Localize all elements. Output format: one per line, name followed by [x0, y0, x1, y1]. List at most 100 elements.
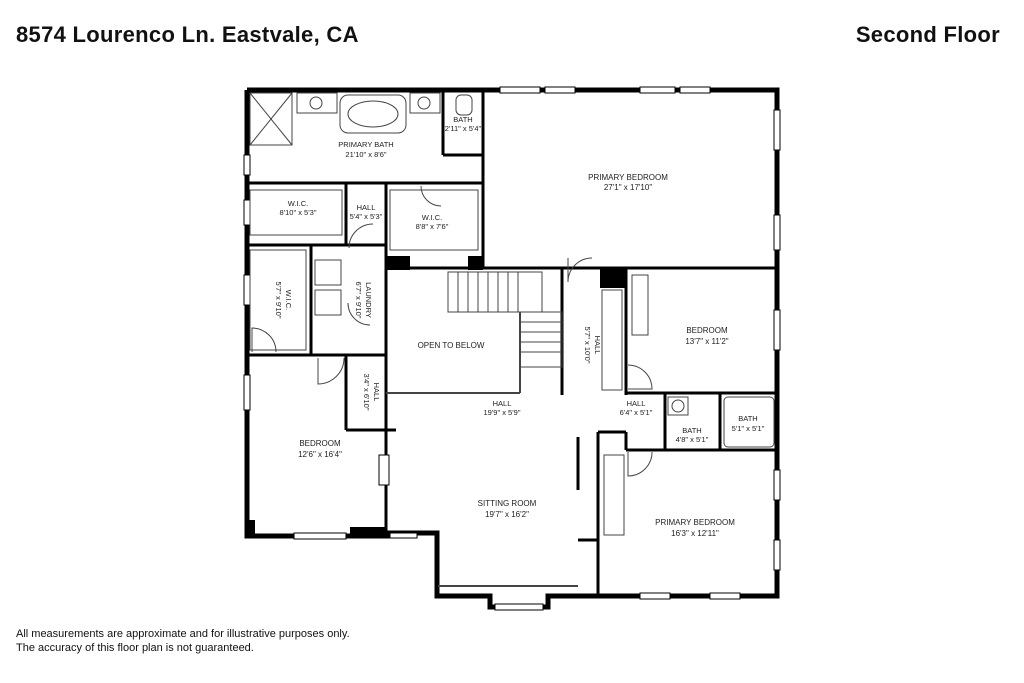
vanity-right — [409, 92, 441, 114]
room-name: PRIMARY BEDROOM — [588, 173, 668, 182]
room-dims: 4'8" x 5'1" — [676, 435, 709, 444]
interior-walls — [247, 90, 777, 596]
tub-basin — [347, 100, 399, 128]
room-name: BATH — [682, 426, 701, 435]
window — [494, 603, 544, 611]
room-name: HALL — [493, 399, 512, 408]
room-dims: 27'1" x 17'10" — [604, 183, 652, 192]
shower — [249, 92, 293, 146]
room-name: HALL — [627, 399, 646, 408]
window — [773, 539, 781, 571]
room-dims: 5'7" x 10'0" — [583, 327, 592, 364]
disclaimer-line-1: All measurements are approximate and for… — [16, 628, 350, 640]
column — [468, 256, 483, 270]
window — [709, 592, 741, 600]
room-name: HALL — [372, 383, 381, 402]
room-name: BEDROOM — [686, 326, 728, 335]
room-dims: 12'6" x 16'4" — [298, 450, 342, 459]
stair-run-lower — [519, 311, 563, 368]
toilet — [455, 94, 473, 116]
disclaimer-line-2: The accuracy of this floor plan is not g… — [16, 642, 254, 654]
room-name: HALL — [593, 336, 602, 355]
sink-a — [667, 396, 689, 416]
room-dims: 5'7" x 9'10" — [274, 282, 283, 319]
laundry-machine — [314, 289, 342, 316]
sink-a-bowl — [671, 399, 685, 413]
room-name: OPEN TO BELOW — [418, 341, 485, 350]
window — [773, 309, 781, 351]
window — [243, 274, 251, 306]
stair-run-upper — [447, 271, 543, 313]
room-name: BEDROOM — [299, 439, 341, 448]
column — [600, 268, 626, 288]
floor-title: Second Floor — [855, 22, 1000, 47]
room-dims: 19'9" x 5'9" — [484, 408, 521, 417]
room-dims: 5'1" x 5'1" — [732, 424, 765, 433]
window — [773, 469, 781, 501]
windows — [243, 86, 781, 611]
room-name: BATH — [453, 115, 472, 124]
column — [386, 256, 410, 270]
wall-columns — [247, 256, 626, 536]
window — [499, 86, 541, 94]
window — [243, 374, 251, 411]
closet-rod — [249, 189, 343, 236]
door-swing — [317, 357, 345, 385]
sink-left — [309, 96, 323, 110]
room-dims: 6'4" x 5'1" — [620, 408, 653, 417]
room-name: W.I.C. — [422, 213, 442, 222]
room-dims: 19'7" x 16'2" — [485, 510, 529, 519]
closet-rod — [601, 289, 623, 391]
closet-rod — [631, 274, 649, 336]
room-dims: 8'10" x 5'3" — [280, 208, 317, 217]
window — [773, 109, 781, 151]
column — [247, 520, 255, 536]
room-name: PRIMARY BATH — [338, 140, 393, 149]
window — [773, 214, 781, 251]
room-dims: 8'8" x 7'6" — [416, 222, 449, 231]
window — [293, 532, 347, 540]
room-name: PRIMARY BEDROOM — [655, 518, 735, 527]
bathtub — [339, 94, 407, 134]
door-swing — [627, 451, 653, 477]
door-swing — [420, 185, 442, 207]
door-swing — [627, 364, 653, 390]
window — [639, 592, 671, 600]
window — [544, 86, 576, 94]
door-swing — [251, 327, 277, 353]
window — [378, 454, 390, 486]
room-name: W.I.C. — [284, 290, 293, 310]
room-dims: 2'11" x 5'4" — [445, 124, 482, 133]
room-dims: 13'7" x 11'2" — [685, 337, 728, 346]
doors — [251, 185, 653, 477]
column — [350, 527, 386, 536]
room-name: SITTING ROOM — [478, 499, 537, 508]
staircase — [386, 271, 578, 587]
door-swing — [567, 257, 593, 283]
room-name: W.I.C. — [288, 199, 308, 208]
room-name: HALL — [357, 203, 376, 212]
room-labels: PRIMARY BATH 21'10" x 8'6" BATH 2'11" x … — [274, 115, 765, 538]
room-dims: 6'7" x 9'10" — [354, 282, 363, 319]
door-swing — [347, 302, 371, 326]
window — [639, 86, 676, 94]
window — [243, 199, 251, 226]
room-dims: 3'4" x 6'10" — [362, 374, 371, 411]
vanity-left — [296, 92, 338, 114]
room-name: BATH — [738, 414, 757, 423]
room-dims: 16'3" x 12'11" — [671, 529, 719, 538]
laundry-machine — [314, 259, 342, 286]
closet-rod — [389, 189, 479, 251]
window — [389, 532, 418, 539]
window — [679, 86, 711, 94]
window — [243, 154, 251, 176]
property-address: 8574 Lourenco Ln. Eastvale, CA — [16, 22, 359, 47]
room-name: LAUNDRY — [364, 282, 373, 318]
door-swing — [348, 223, 374, 249]
shower-line — [249, 92, 293, 146]
closet-rod — [249, 249, 307, 351]
sink-right — [417, 96, 431, 110]
tub-b — [723, 396, 775, 448]
room-dims: 5'4" x 5'3" — [350, 212, 383, 221]
